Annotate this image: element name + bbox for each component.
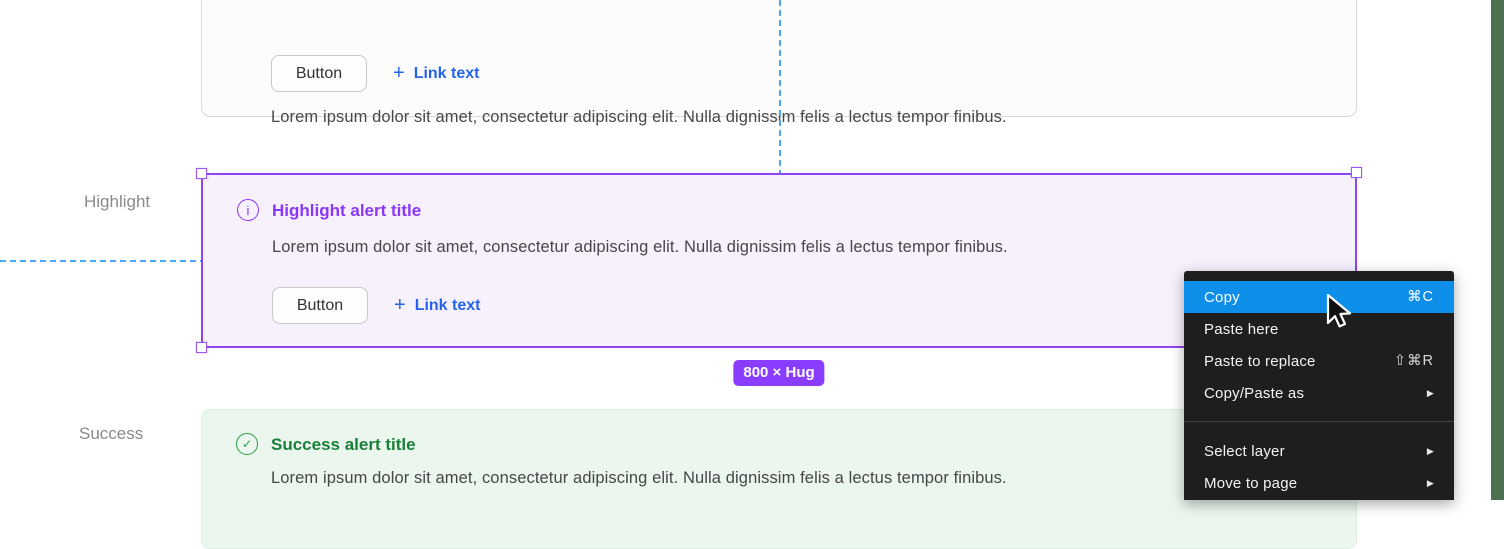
plus-icon: + xyxy=(393,61,405,84)
menu-divider xyxy=(1184,421,1454,422)
menu-item-paste-to-replace[interactable]: Paste to replace ⇧⌘R xyxy=(1184,345,1454,377)
horizontal-guide-line xyxy=(0,260,201,262)
success-alert-title: Success alert title xyxy=(271,435,416,454)
selection-size-badge: 800 × Hug xyxy=(733,360,825,386)
menu-item-label: Select layer xyxy=(1204,442,1285,460)
selection-handle-top-right[interactable] xyxy=(1351,167,1362,178)
vertical-guide-line xyxy=(779,0,781,173)
selection-handle-top-left[interactable] xyxy=(196,168,207,179)
right-edge-green-bar xyxy=(1491,0,1504,500)
menu-item-copy-paste-as[interactable]: Copy/Paste as ▶ xyxy=(1184,377,1454,409)
menu-item-label: Move to page xyxy=(1204,474,1298,492)
menu-item-move-to-page[interactable]: Move to page ▶ xyxy=(1184,467,1454,499)
submenu-arrow-icon: ▶ xyxy=(1426,445,1434,456)
alert-link-label: Link text xyxy=(413,64,480,82)
menu-item-label: Paste to replace xyxy=(1204,352,1316,370)
alert-body-text: Lorem ipsum dolor sit amet, consectetur … xyxy=(272,238,1008,256)
menu-item-select-layer[interactable]: Select layer ▶ xyxy=(1184,435,1454,467)
submenu-arrow-icon: ▶ xyxy=(1426,387,1434,398)
alert-body-text: Lorem ipsum dolor sit amet, consectetur … xyxy=(271,469,1007,487)
alert-link[interactable]: + Link text xyxy=(393,61,480,84)
menu-item-paste-here[interactable]: Paste here xyxy=(1184,313,1454,345)
alert-body-text: Lorem ipsum dolor sit amet, consectetur … xyxy=(271,108,1007,126)
menu-shortcut: ⇧⌘R xyxy=(1393,353,1434,369)
context-menu: Copy ⌘C Paste here Paste to replace ⇧⌘R … xyxy=(1184,271,1454,500)
submenu-arrow-icon: ▶ xyxy=(1426,477,1434,488)
menu-item-copy[interactable]: Copy ⌘C xyxy=(1184,281,1454,313)
alert-button[interactable]: Button xyxy=(272,287,368,324)
row-label-highlight: Highlight xyxy=(84,192,151,211)
plus-icon: + xyxy=(394,293,406,316)
success-check-icon: ✓ xyxy=(236,433,258,455)
info-icon: i xyxy=(237,199,259,221)
menu-item-label: Paste here xyxy=(1204,320,1279,338)
alert-card-highlight[interactable]: i Highlight alert title Lorem ipsum dolo… xyxy=(201,173,1357,348)
menu-item-label: Copy/Paste as xyxy=(1204,384,1305,402)
row-label-success: Success xyxy=(79,424,144,443)
alert-link-label: Link text xyxy=(414,296,481,314)
menu-item-label: Copy xyxy=(1204,288,1240,306)
selection-handle-bottom-left[interactable] xyxy=(196,342,207,353)
alert-button[interactable]: Button xyxy=(271,55,367,92)
highlight-alert-title: Highlight alert title xyxy=(272,201,422,220)
alert-link[interactable]: + Link text xyxy=(394,293,481,316)
cursor-pointer-icon xyxy=(1326,293,1352,328)
menu-shortcut: ⌘C xyxy=(1407,289,1434,305)
